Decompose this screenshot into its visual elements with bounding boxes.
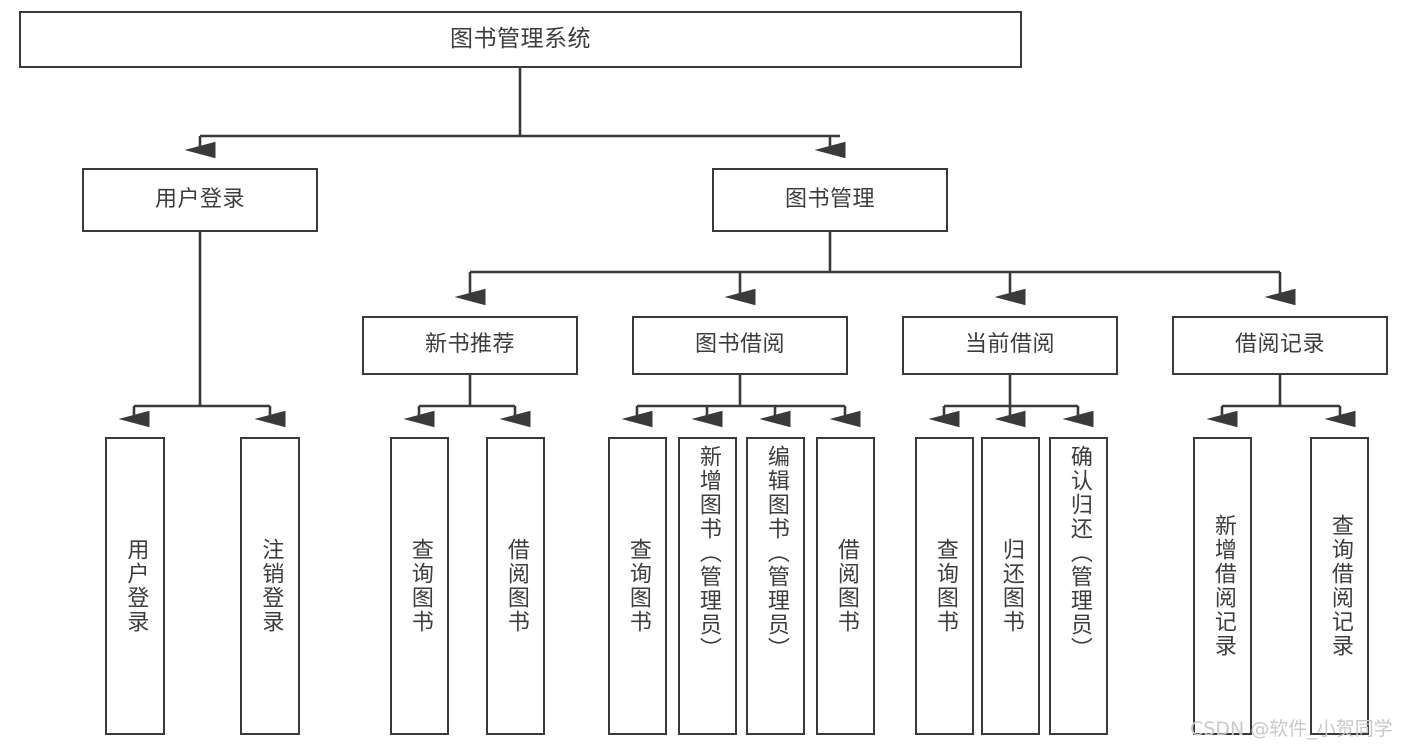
node-label: 图书管理系统 [450, 25, 591, 52]
leaf-edit-book-admin[interactable]: 编辑图书（管理员） [746, 437, 805, 735]
node-book-management[interactable]: 图书管理 [712, 168, 948, 232]
node-label: 借阅记录 [1234, 332, 1325, 358]
node-label: 查询借阅记录 [1327, 514, 1353, 658]
node-label: 图书管理 [784, 186, 875, 212]
node-user-login[interactable]: 用户登录 [82, 168, 318, 232]
node-label: 用户登录 [123, 538, 149, 634]
node-label: 注销登录 [258, 538, 284, 634]
leaf-add-book-admin[interactable]: 新增图书（管理员） [678, 437, 737, 735]
node-label: 当前借阅 [964, 332, 1055, 358]
leaf-current-query-book[interactable]: 查询图书 [915, 437, 974, 735]
node-current-borrow[interactable]: 当前借阅 [902, 316, 1118, 375]
node-label: 确认归还（管理员） [1066, 445, 1092, 661]
node-label: 查询图书 [932, 538, 958, 634]
node-borrow-record[interactable]: 借阅记录 [1172, 316, 1388, 375]
node-label: 新增图书（管理员） [695, 445, 721, 661]
node-label: 编辑图书（管理员） [763, 445, 789, 661]
node-label: 借阅图书 [833, 538, 859, 634]
leaf-add-borrow-record[interactable]: 新增借阅记录 [1193, 437, 1252, 735]
leaf-logout[interactable]: 注销登录 [240, 437, 300, 735]
node-label: 借阅图书 [503, 538, 529, 634]
leaf-return-book[interactable]: 归还图书 [981, 437, 1040, 735]
node-new-book-recommend[interactable]: 新书推荐 [362, 316, 578, 375]
leaf-new-book-borrow[interactable]: 借阅图书 [486, 437, 545, 735]
node-label: 归还图书 [998, 538, 1024, 634]
node-label: 图书借阅 [694, 332, 785, 358]
node-label: 新书推荐 [424, 332, 515, 358]
node-label: 查询图书 [625, 538, 651, 634]
leaf-user-login[interactable]: 用户登录 [105, 437, 165, 735]
leaf-query-borrow-record[interactable]: 查询借阅记录 [1310, 437, 1369, 735]
leaf-borrow-book[interactable]: 借阅图书 [816, 437, 875, 735]
node-book-borrow[interactable]: 图书借阅 [632, 316, 848, 375]
node-label: 新增借阅记录 [1210, 514, 1236, 658]
leaf-borrow-query-book[interactable]: 查询图书 [608, 437, 667, 735]
node-root-system[interactable]: 图书管理系统 [19, 11, 1022, 68]
node-label: 用户登录 [154, 186, 245, 212]
node-label: 查询图书 [407, 538, 433, 634]
leaf-confirm-return-admin[interactable]: 确认归还（管理员） [1049, 437, 1108, 735]
leaf-new-book-query[interactable]: 查询图书 [390, 437, 449, 735]
